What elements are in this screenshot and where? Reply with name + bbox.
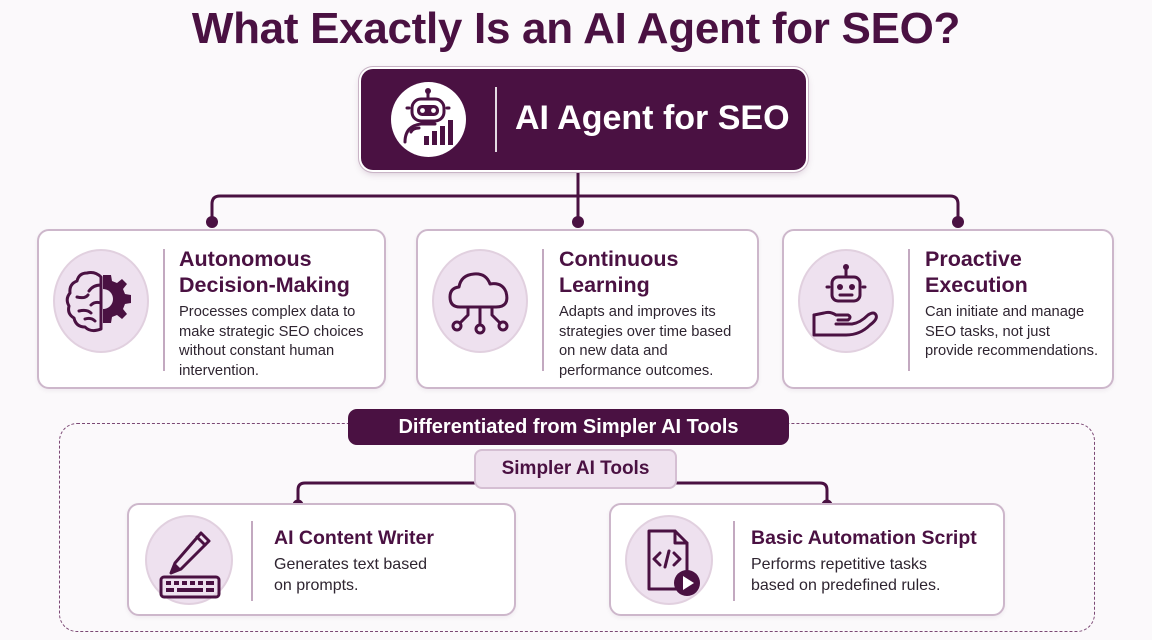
central-node: AI Agent for SEO	[361, 69, 806, 170]
card-description: Performs repetitive tasks based on prede…	[751, 556, 941, 594]
card-description: Adapts and improves its strategies over …	[559, 304, 732, 379]
card-divider	[251, 521, 253, 601]
card-title: Proactive Execution	[925, 247, 1028, 297]
brain-gear-icon	[53, 249, 149, 353]
card-description: Generates text based on prompts.	[274, 556, 427, 594]
tool-card-content-writer: AI Content Writer Generates text based o…	[127, 503, 516, 616]
cloud-network-icon	[432, 249, 528, 353]
tool-card-automation-script: Basic Automation Script Performs repetit…	[609, 503, 1005, 616]
central-divider	[495, 87, 497, 152]
card-divider	[733, 521, 735, 601]
card-description: Processes complex data to make strategic…	[179, 304, 364, 379]
card-divider	[542, 249, 544, 371]
capability-card-learning: Continuous Learning Adapts and improves …	[416, 229, 759, 389]
card-divider	[163, 249, 165, 371]
card-title: Autonomous Decision-Making	[179, 247, 350, 297]
pen-keyboard-icon	[145, 515, 233, 605]
capability-card-proactive: Proactive Execution Can initiate and man…	[782, 229, 1114, 389]
central-label: AI Agent for SEO	[515, 99, 790, 137]
card-divider	[908, 249, 910, 371]
simpler-tools-label: Simpler AI Tools	[474, 449, 677, 489]
card-description: Can initiate and manage SEO tasks, not j…	[925, 304, 1099, 359]
code-file-play-icon	[625, 515, 713, 605]
robot-chart-icon	[391, 82, 466, 157]
card-title: Continuous Learning	[559, 247, 679, 297]
capability-card-autonomous: Autonomous Decision-Making Processes com…	[37, 229, 386, 389]
differentiated-banner: Differentiated from Simpler AI Tools	[348, 409, 789, 445]
card-title: AI Content Writer	[274, 527, 434, 549]
robot-hand-icon	[798, 249, 894, 353]
page-title: What Exactly Is an AI Agent for SEO?	[191, 4, 961, 53]
card-title: Basic Automation Script	[751, 527, 977, 549]
